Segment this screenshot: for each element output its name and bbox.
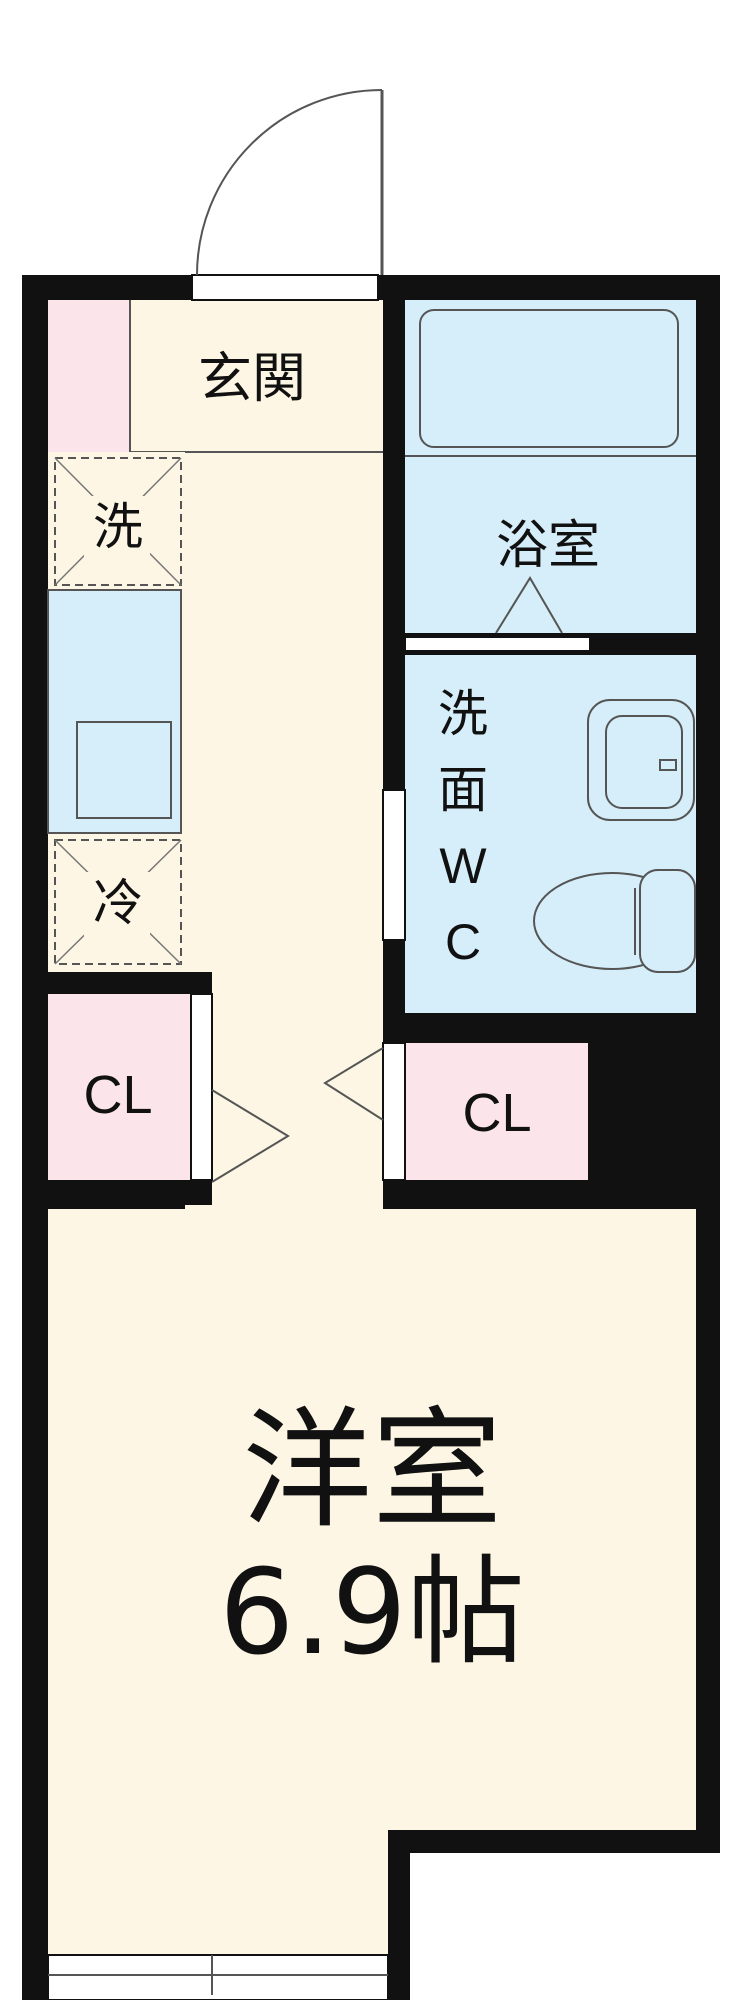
closet-right	[405, 1043, 588, 1180]
shoe-cabinet	[48, 300, 130, 452]
washroom-label-line-4: C	[445, 914, 481, 970]
toilet	[533, 869, 696, 973]
washroom-label-line-1: 洗	[438, 685, 488, 743]
washer-label: 洗	[93, 498, 143, 556]
closet-left	[48, 994, 191, 1180]
entrance-label: 玄関	[198, 347, 306, 410]
washroom-label-line-3: W	[439, 838, 487, 894]
wash-basin	[587, 699, 695, 821]
closet-right-door[interactable]	[382, 1042, 406, 1181]
balcony-window[interactable]	[47, 1954, 389, 2000]
bathroom-door[interactable]	[404, 576, 591, 655]
closet-right-label: CL	[462, 1083, 531, 1143]
fridge-space: 冷	[54, 839, 182, 965]
closet-left-door[interactable]	[190, 993, 213, 1181]
kitchen-closet-wall	[22, 972, 212, 994]
western-room-size: 6.9帖	[219, 1543, 525, 1681]
bathroom-label: 浴室	[496, 516, 600, 576]
washer-space: 洗	[54, 457, 182, 586]
kitchen-sink	[47, 589, 182, 834]
entrance-door[interactable]	[191, 89, 384, 301]
bathtub	[419, 309, 679, 448]
western-room-label: 洋室	[242, 1394, 502, 1546]
washroom-label-line-2: 面	[438, 761, 488, 819]
fridge-label: 冷	[93, 874, 143, 932]
washroom-door[interactable]	[382, 789, 406, 941]
closet-right-door-swing	[323, 1047, 384, 1121]
closet-left-door-swing	[211, 1089, 290, 1183]
closet-left-label: CL	[83, 1065, 152, 1125]
